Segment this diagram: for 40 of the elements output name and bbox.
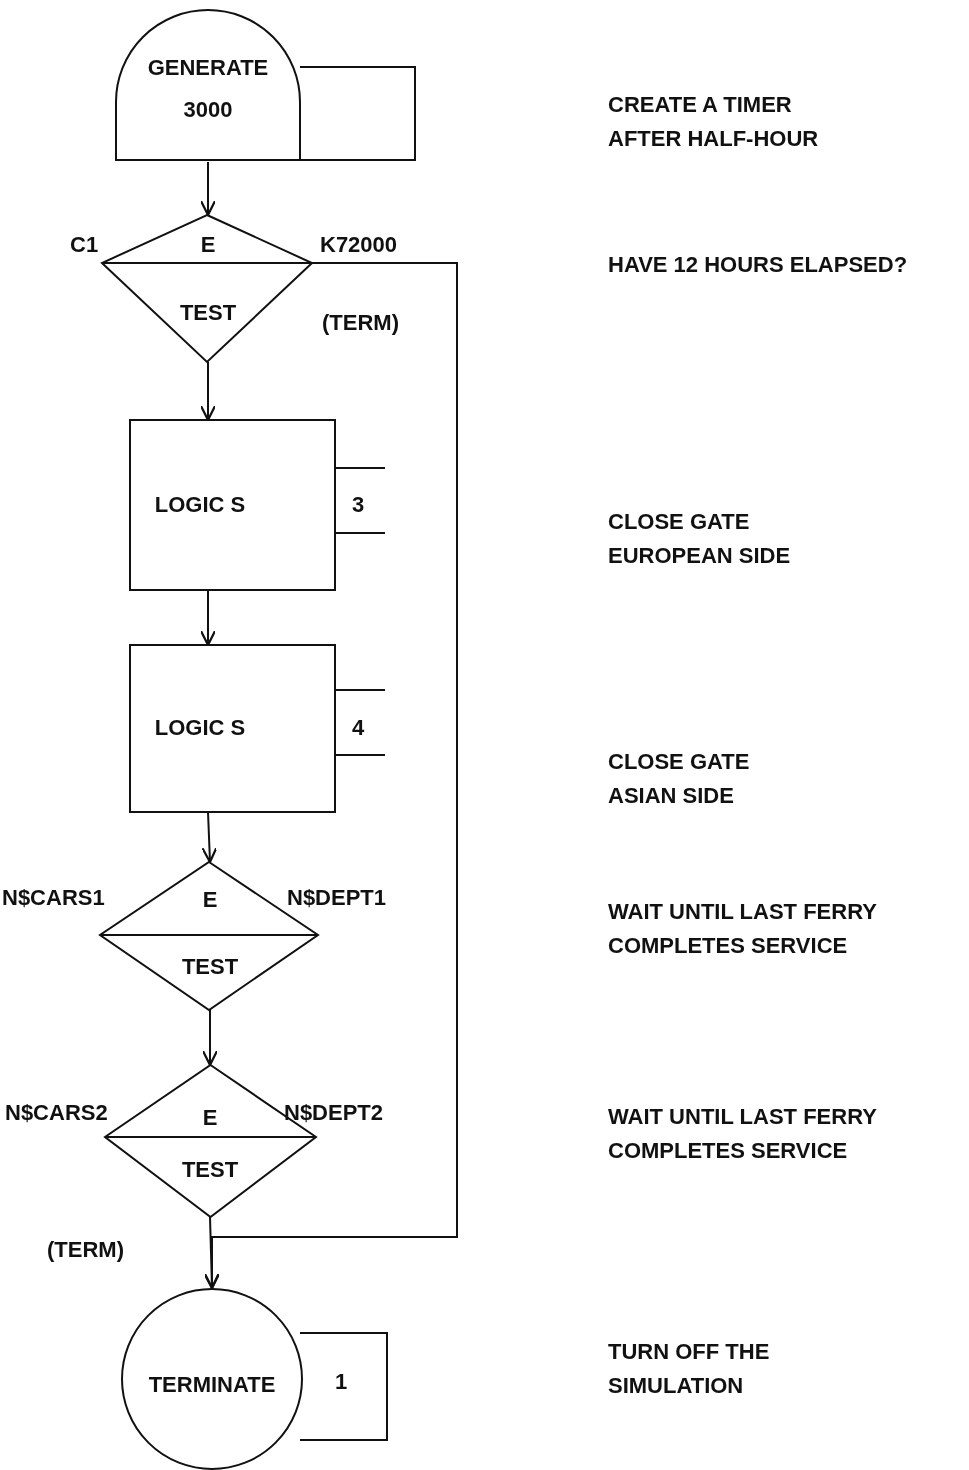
block-operand: 4 — [351, 715, 365, 741]
operand-label: N$DEPT2 — [284, 1100, 384, 1126]
block-operand: TEST — [181, 954, 239, 980]
block-operand: 3000 — [183, 97, 233, 123]
test-diamond — [102, 215, 312, 362]
comment-text: CLOSE GATE EUROPEAN SIDE — [608, 508, 792, 570]
operand-label: (TERM) — [322, 310, 399, 336]
block-name: E — [202, 1105, 218, 1131]
arrow — [201, 811, 218, 864]
comment-text: HAVE 12 HOURS ELAPSED? — [608, 251, 909, 279]
block-name: E — [202, 887, 218, 913]
arrow — [199, 161, 217, 217]
operand-label: N$CARS1 — [2, 885, 105, 911]
arrow — [201, 1009, 219, 1067]
comment-text: CREATE A TIMER AFTER HALF-HOUR — [608, 91, 820, 153]
arrow — [203, 262, 458, 1290]
arrow — [199, 589, 217, 647]
block-name: LOGIC S — [154, 492, 246, 518]
operand-label: N$CARS2 — [5, 1100, 108, 1126]
operand-label: K72000 — [320, 232, 398, 258]
comment-text: WAIT UNTIL LAST FERRY COMPLETES SERVICE — [608, 1103, 878, 1165]
operand-label: N$DEPT1 — [287, 885, 387, 911]
logic-block — [130, 420, 386, 590]
block-name: LOGIC S — [154, 715, 246, 741]
operand-label: (TERM) — [47, 1237, 124, 1263]
arrow — [199, 361, 217, 422]
block-name: E — [200, 232, 216, 258]
block-name: GENERATE — [147, 55, 269, 81]
logic-block — [130, 645, 386, 812]
terminate-block — [120, 1288, 388, 1470]
block-name: TERMINATE — [148, 1372, 276, 1398]
operand-label: C1 — [70, 232, 99, 258]
generate-block — [116, 10, 416, 162]
block-operand: TEST — [179, 300, 237, 326]
block-operand: 1 — [334, 1369, 348, 1395]
block-operand: 3 — [351, 492, 365, 518]
comment-text: TURN OFF THE SIMULATION — [608, 1338, 771, 1400]
block-operand: TEST — [181, 1157, 239, 1183]
comment-text: WAIT UNTIL LAST FERRY COMPLETES SERVICE — [608, 898, 878, 960]
comment-text: CLOSE GATE ASIAN SIDE — [608, 748, 751, 810]
